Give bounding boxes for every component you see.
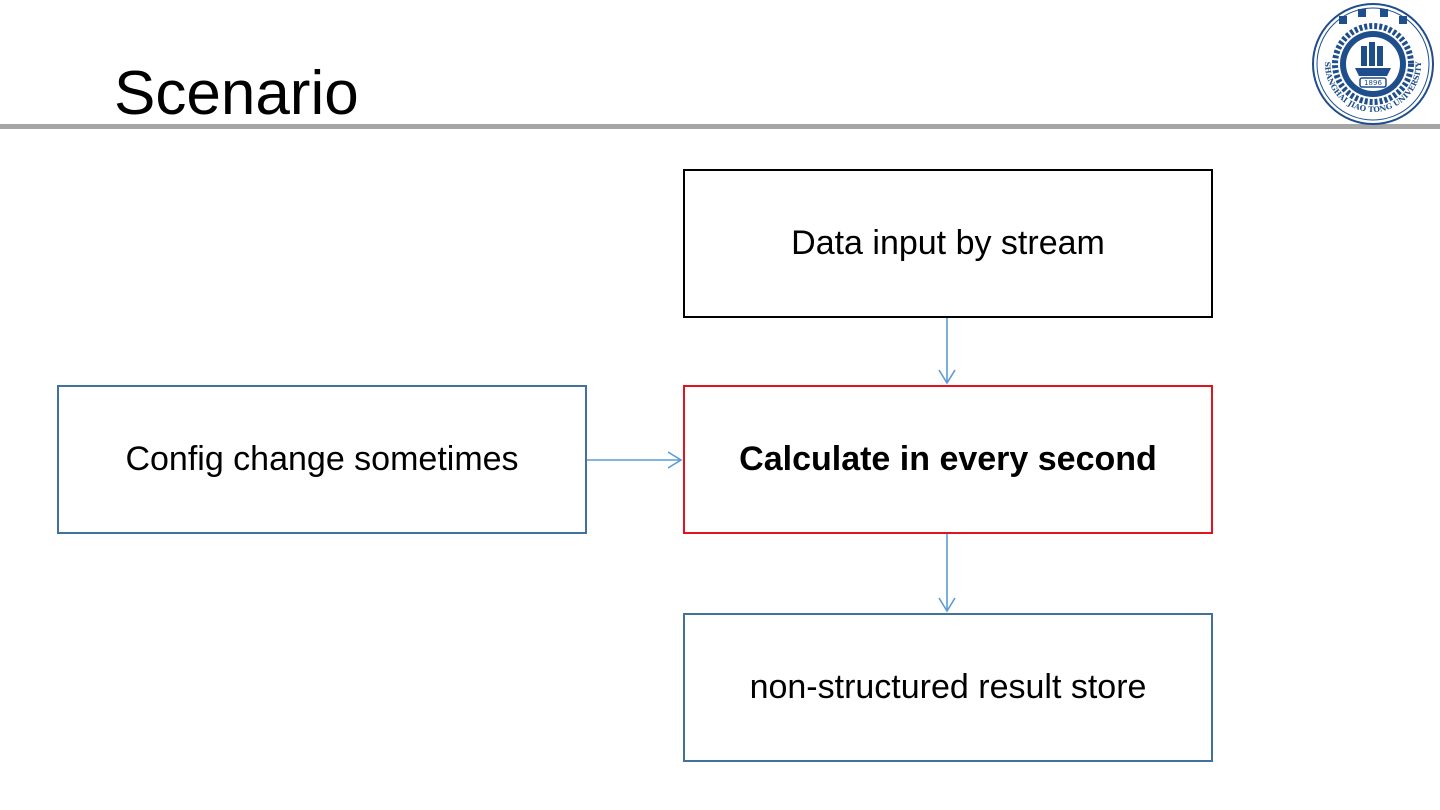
seal-year: 1896	[1364, 79, 1382, 87]
config-change-box: Config change sometimes	[57, 385, 587, 534]
university-seal-logo: 1896 SHANGHAI JIAO TONG UNIVERSITY	[1312, 3, 1434, 125]
result-store-box: non-structured result store	[683, 613, 1213, 762]
slide-title: Scenario	[114, 59, 359, 128]
calculate-box: Calculate in every second	[683, 385, 1213, 534]
data-input-label: Data input by stream	[791, 224, 1105, 262]
arrowhead-calculate-to-store	[938, 597, 956, 613]
data-input-box: Data input by stream	[683, 169, 1213, 318]
config-change-label: Config change sometimes	[125, 440, 519, 478]
arrowhead-config-to-calculate	[667, 451, 683, 469]
arrowhead-input-to-calculate	[938, 369, 956, 385]
calculate-label: Calculate in every second	[739, 440, 1157, 478]
result-store-label: non-structured result store	[749, 668, 1147, 706]
title-divider	[0, 124, 1440, 129]
